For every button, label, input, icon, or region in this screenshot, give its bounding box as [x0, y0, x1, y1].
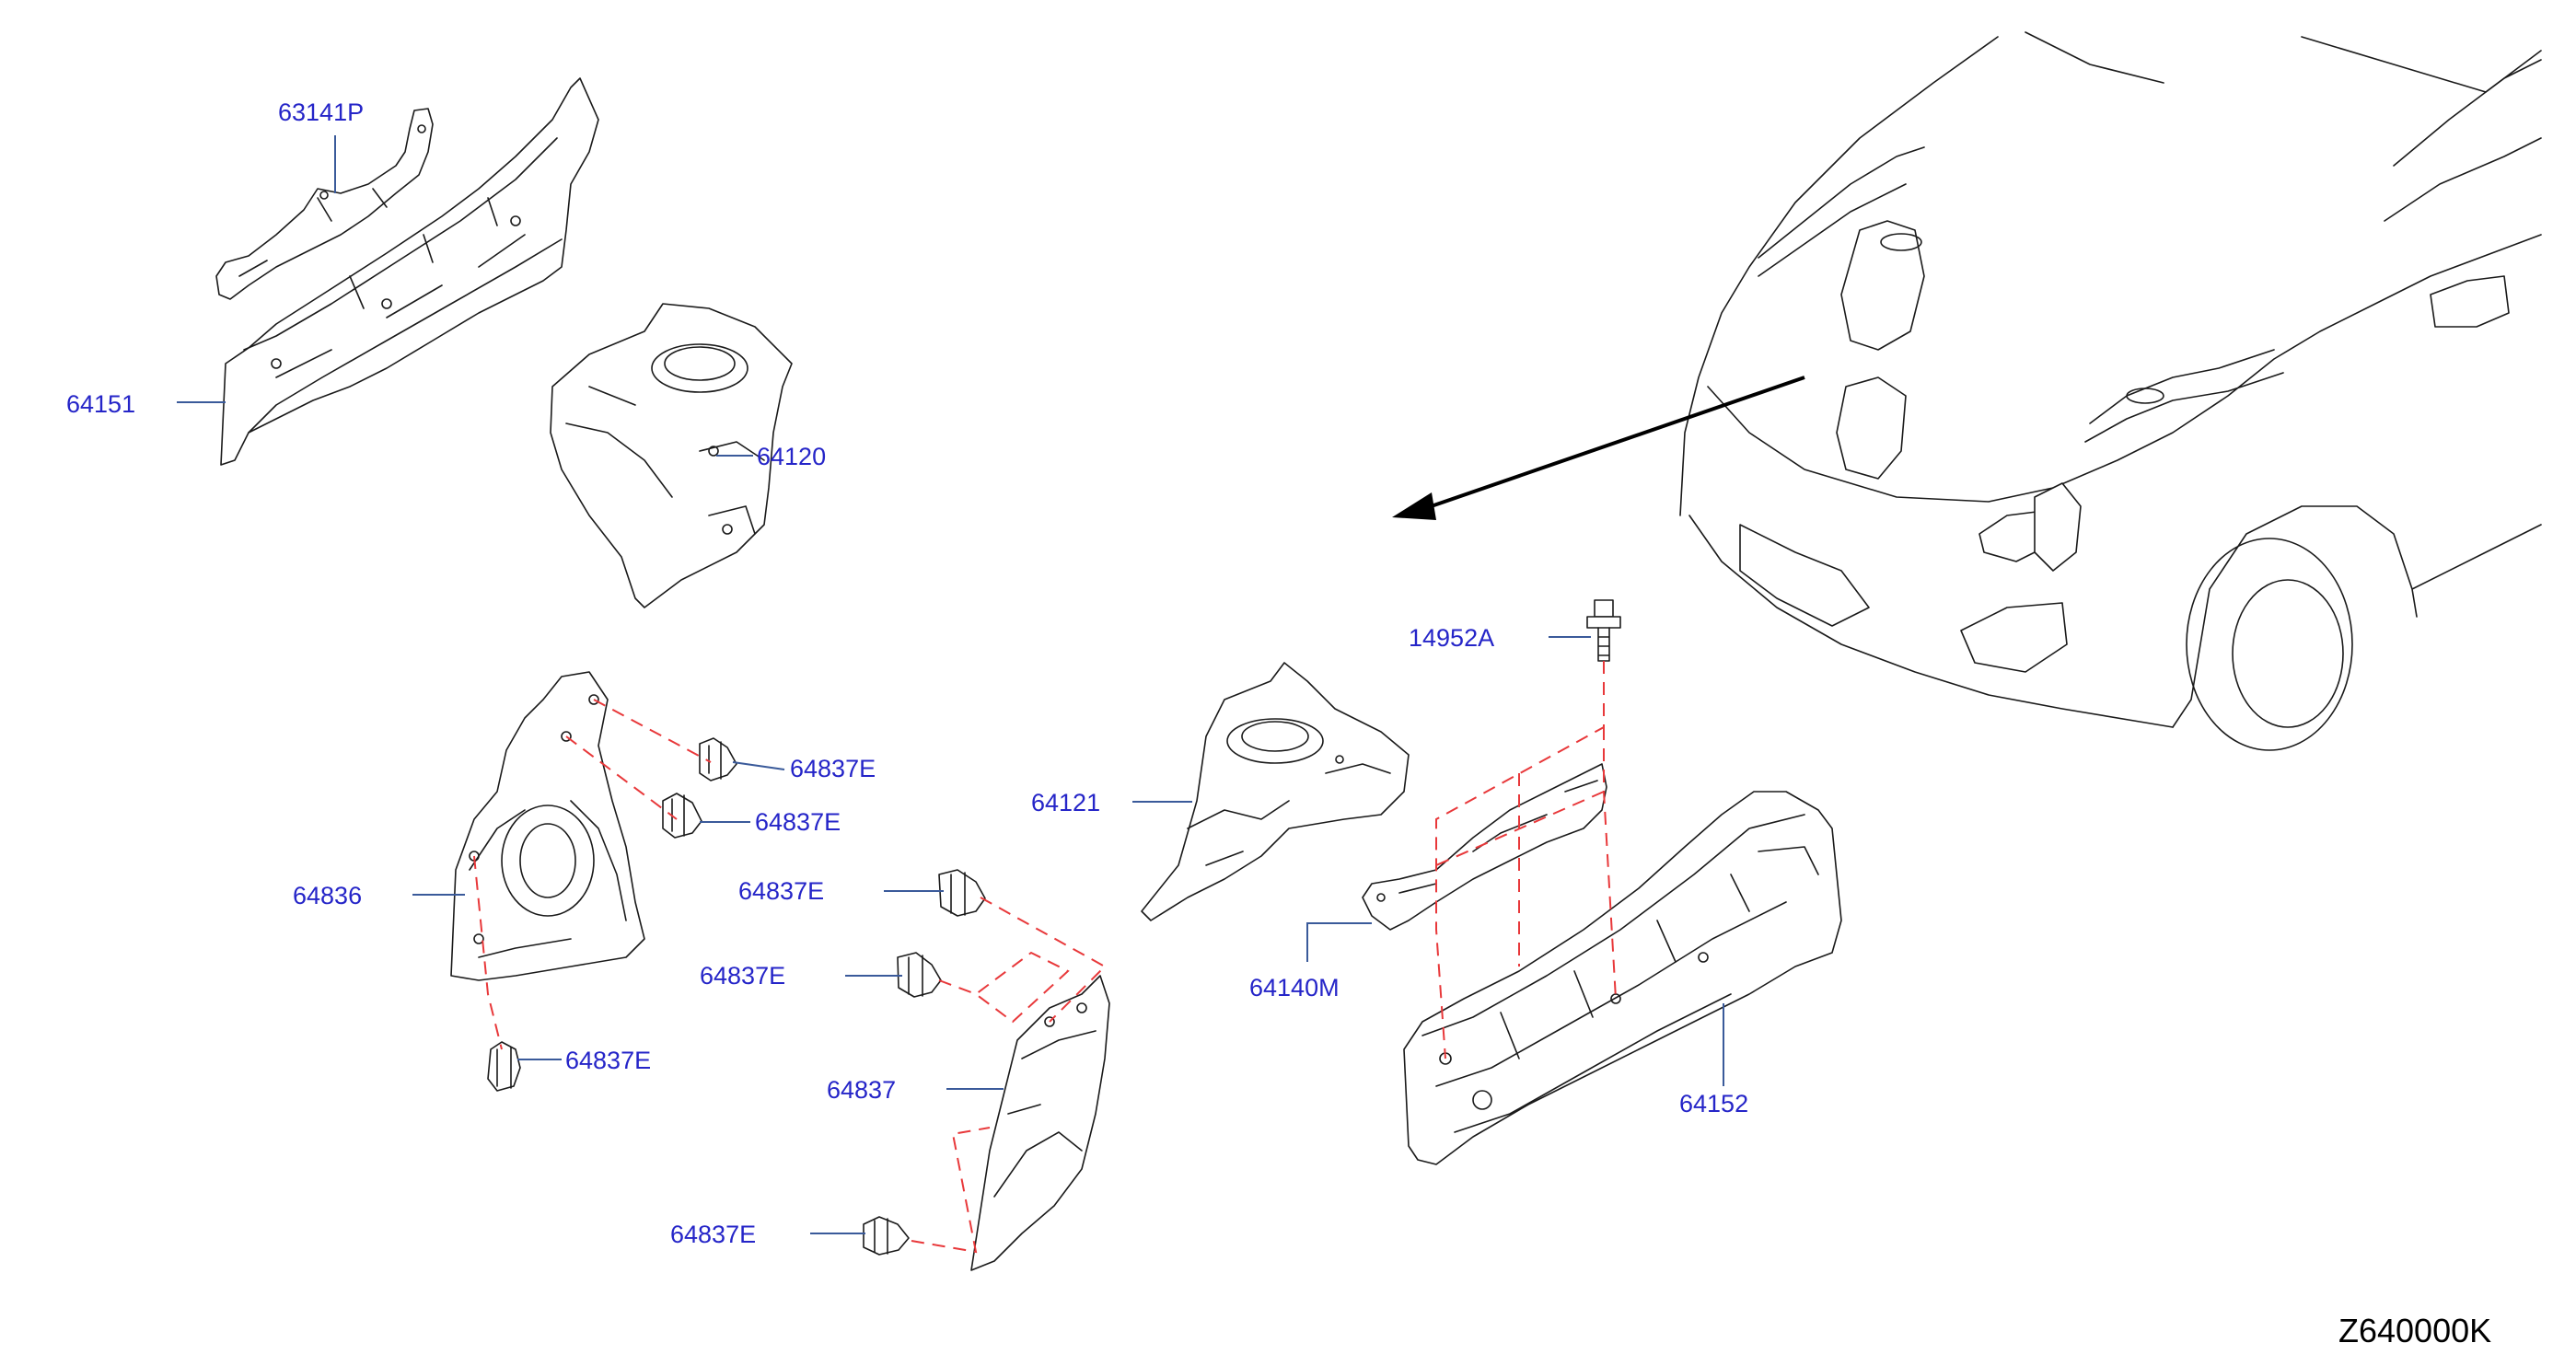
vehicle-outline	[1679, 31, 2542, 751]
callout-64837: 64837	[827, 1076, 897, 1104]
clip-64837E-4	[897, 952, 942, 998]
callout-64837E-4: 64837E	[700, 962, 786, 990]
leader-lines	[177, 135, 1724, 1234]
part-64836-splash-shield	[450, 671, 645, 981]
callout-64151: 64151	[66, 390, 136, 418]
part-64121-hoodledge	[1141, 662, 1410, 921]
clip-64837E-3	[938, 869, 986, 917]
figure-code: Z640000K	[2338, 1312, 2492, 1349]
callout-64837E-2: 64837E	[755, 808, 841, 836]
part-64152-lower-rail	[1403, 791, 1842, 1165]
fastener-paths	[473, 661, 1617, 1254]
callout-64120: 64120	[757, 443, 827, 470]
clip-64837E-2	[662, 793, 702, 839]
part-63141P-bracket	[215, 108, 434, 300]
clip-64837E-5	[487, 1041, 521, 1092]
callout-64140M: 64140M	[1249, 974, 1340, 1001]
part-64120-hoodledge	[550, 303, 793, 608]
callout-64837E-3: 64837E	[738, 877, 825, 905]
callout-63141P: 63141P	[278, 98, 365, 126]
callout-64837E-5: 64837E	[565, 1047, 652, 1074]
callout-64836: 64836	[293, 882, 363, 909]
callout-14952A: 14952A	[1409, 624, 1495, 652]
callout-64837E-6: 64837E	[670, 1221, 757, 1248]
bolt-14952A	[1586, 599, 1621, 662]
direction-arrow	[1392, 376, 1805, 520]
callout-64121: 64121	[1031, 789, 1101, 816]
part-64837-splash-shield	[970, 975, 1110, 1271]
callout-64837E-1: 64837E	[790, 755, 876, 782]
clip-64837E-6	[863, 1216, 910, 1256]
part-64151-upper-rail	[220, 77, 599, 466]
clip-64837E-1	[699, 737, 737, 781]
callout-64152: 64152	[1679, 1090, 1749, 1117]
